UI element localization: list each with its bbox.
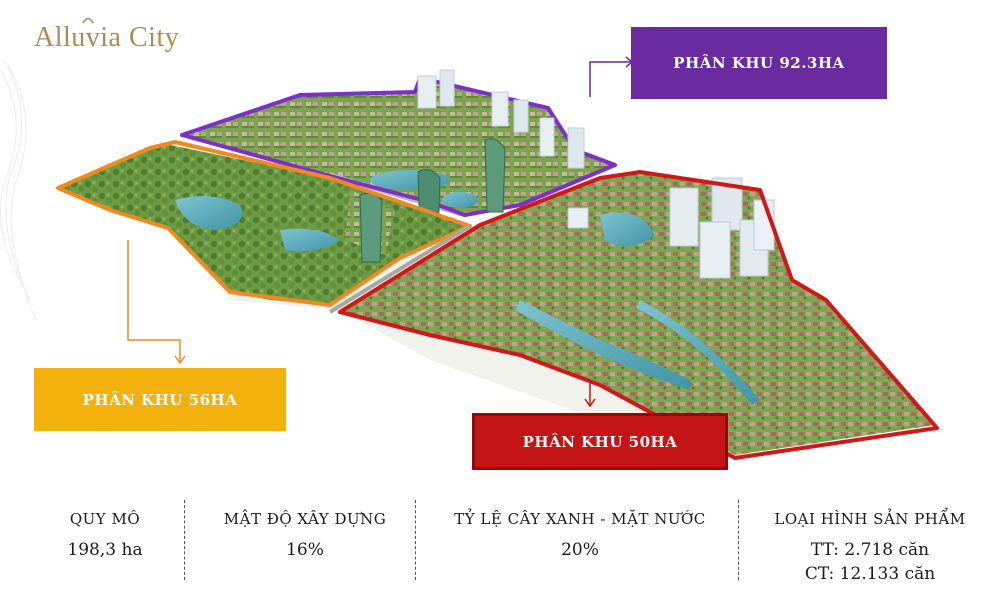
zone-label-56ha-text: PHÂN KHU 56HA: [82, 390, 238, 409]
stat-scale-value: 198,3 ha: [67, 540, 143, 560]
zone-56ha-area: [58, 144, 470, 305]
stat-divider: [415, 500, 416, 580]
stat-green-value: 20%: [561, 540, 599, 560]
logo-leaf-icon: [82, 17, 94, 24]
stat-density: MẬT ĐỘ XÂY DỰNG 16%: [195, 496, 415, 596]
stats-row: QUY MÔ 198,3 ha MẬT ĐỘ XÂY DỰNG 16% TỶ L…: [0, 496, 1000, 596]
stat-density-label: MẬT ĐỘ XÂY DỰNG: [223, 510, 387, 528]
stat-products-label: LOẠI HÌNH SẢN PHẨM: [774, 510, 966, 528]
master-plan-map: [56, 56, 939, 460]
zone-label-92ha: PHÂN KHU 92.3HA: [631, 27, 887, 99]
zone-label-50ha-text: PHÂN KHU 50HA: [522, 432, 678, 451]
zone-50ha-area: [340, 172, 935, 455]
stat-green-label: TỶ LỆ CÂY XANH - MẶT NƯỚC: [454, 510, 706, 528]
zone-label-92ha-text: PHÂN KHU 92.3HA: [673, 54, 845, 72]
stat-green: TỶ LỆ CÂY XANH - MẶT NƯỚC 20%: [425, 496, 735, 596]
stat-divider: [184, 500, 185, 580]
brand-logo: Alluvia City: [34, 17, 180, 54]
logo-text: Alluvia City: [34, 22, 180, 53]
stat-products-line2: CT: 12.133 căn: [804, 564, 936, 584]
stat-products-line1: TT: 2.718 căn: [810, 540, 930, 560]
stat-products: LOẠI HÌNH SẢN PHẨM TT: 2.718 căn CT: 12.…: [745, 496, 995, 596]
stat-scale-label: QUY MÔ: [69, 510, 141, 528]
stat-density-value: 16%: [286, 540, 324, 560]
zone-label-50ha: PHÂN KHU 50HA: [472, 413, 728, 470]
purple-zone-towers: [417, 69, 585, 239]
stat-scale: QUY MÔ 198,3 ha: [20, 496, 190, 596]
zone-label-56ha: PHÂN KHU 56HA: [34, 368, 286, 431]
red-zone-towers: [567, 177, 775, 279]
decorative-swirl: [0, 60, 37, 321]
stat-divider: [738, 500, 739, 580]
